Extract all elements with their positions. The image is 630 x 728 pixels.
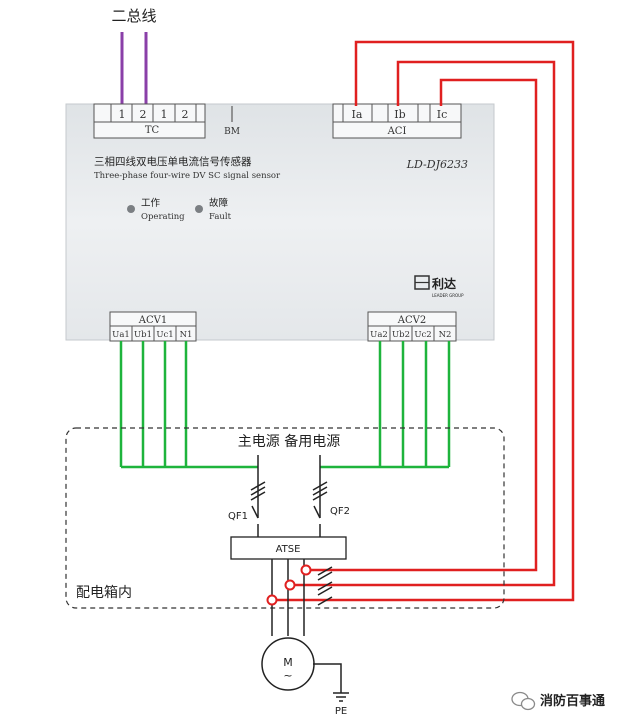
acv2-terminal-ub2: Ub2 <box>392 330 410 340</box>
power-source-label: 主电源 备用电源 <box>238 433 340 450</box>
wire-ia <box>274 40 575 602</box>
acv1-terminal-block: ACV1 Ua1 Ub1 Uc1 N1 <box>109 311 197 342</box>
tc-terminal-block: 1 2 1 2 TC <box>93 103 206 139</box>
aci-label: ACI <box>387 126 407 137</box>
led-work-icon <box>127 205 135 213</box>
tc-terminal-4: 2 <box>182 108 189 121</box>
acv2-terminal-uc2: Uc2 <box>414 330 431 340</box>
qf2-switch-blade <box>313 505 321 519</box>
brand-sub: LEADER GROUP <box>432 293 464 298</box>
acv1-label: ACV1 <box>138 315 167 326</box>
atse-label: ATSE <box>276 544 301 555</box>
device-model: LD-DJ6233 <box>406 158 468 171</box>
aci-terminal-ic: Ic <box>437 108 448 121</box>
acv2-label: ACV2 <box>397 315 426 326</box>
led-fault-icon <box>195 205 203 213</box>
pe-label: PE <box>335 706 347 717</box>
tc-terminal-3: 1 <box>161 108 168 121</box>
breaker-circuit <box>250 455 328 537</box>
motor-tilde-label: ~ <box>283 669 292 682</box>
tc-terminal-2: 2 <box>140 108 147 121</box>
acv1-terminal-n1: N1 <box>180 330 193 340</box>
aci-terminal-ia: Ia <box>352 108 363 121</box>
acv1-terminal-ub1: Ub1 <box>134 330 152 340</box>
ground-icon <box>313 663 349 702</box>
aci-terminal-ib: Ib <box>394 108 405 121</box>
current-sense-wires <box>274 40 575 602</box>
watermark-text: 消防百事通 <box>540 693 605 709</box>
led-fault-cn: 故障 <box>209 197 229 209</box>
bm-label: BM <box>224 127 240 137</box>
acv2-terminal-ua2: Ua2 <box>370 330 388 340</box>
acv1-voltage-wires <box>119 341 258 469</box>
qf2-label: QF2 <box>330 506 350 517</box>
device-title-cn: 三相四线双电压单电流信号传感器 <box>94 155 252 168</box>
tc-label: TC <box>145 125 160 136</box>
distribution-cabinet-boundary <box>65 427 505 609</box>
bus-wires <box>120 32 148 112</box>
qf1-label: QF1 <box>228 511 248 522</box>
device-title-en: Three-phase four-wire DV SC signal senso… <box>94 171 281 181</box>
acv1-terminal-ua1: Ua1 <box>112 330 130 340</box>
acv1-terminal-uc1: Uc1 <box>156 330 173 340</box>
qf1-switch-blade <box>251 505 259 519</box>
bus-label: 二总线 <box>111 7 156 25</box>
aci-terminal-block: Ia Ib Ic ACI <box>332 103 462 139</box>
brand-name: 利达 <box>432 276 456 291</box>
acv2-terminal-n2: N2 <box>439 330 452 340</box>
led-work-en: Operating <box>141 212 185 222</box>
ct-ring-ic <box>300 564 312 576</box>
wechat-icon <box>511 691 536 711</box>
led-work-cn: 工作 <box>141 197 161 209</box>
wire-ib <box>290 60 556 587</box>
sensor-device <box>65 103 495 341</box>
tc-terminal-1: 1 <box>119 108 126 121</box>
motor-m-label: M <box>283 656 293 669</box>
wire-ic <box>306 78 538 572</box>
acv2-voltage-wires <box>320 341 451 469</box>
cabinet-inside-label: 配电箱内 <box>76 585 132 601</box>
ct-ring-ib <box>284 579 296 591</box>
acv2-terminal-block: ACV2 Ua2 Ub2 Uc2 N2 <box>367 311 457 342</box>
ct-ring-ia <box>266 594 278 606</box>
led-fault-en: Fault <box>209 212 232 222</box>
